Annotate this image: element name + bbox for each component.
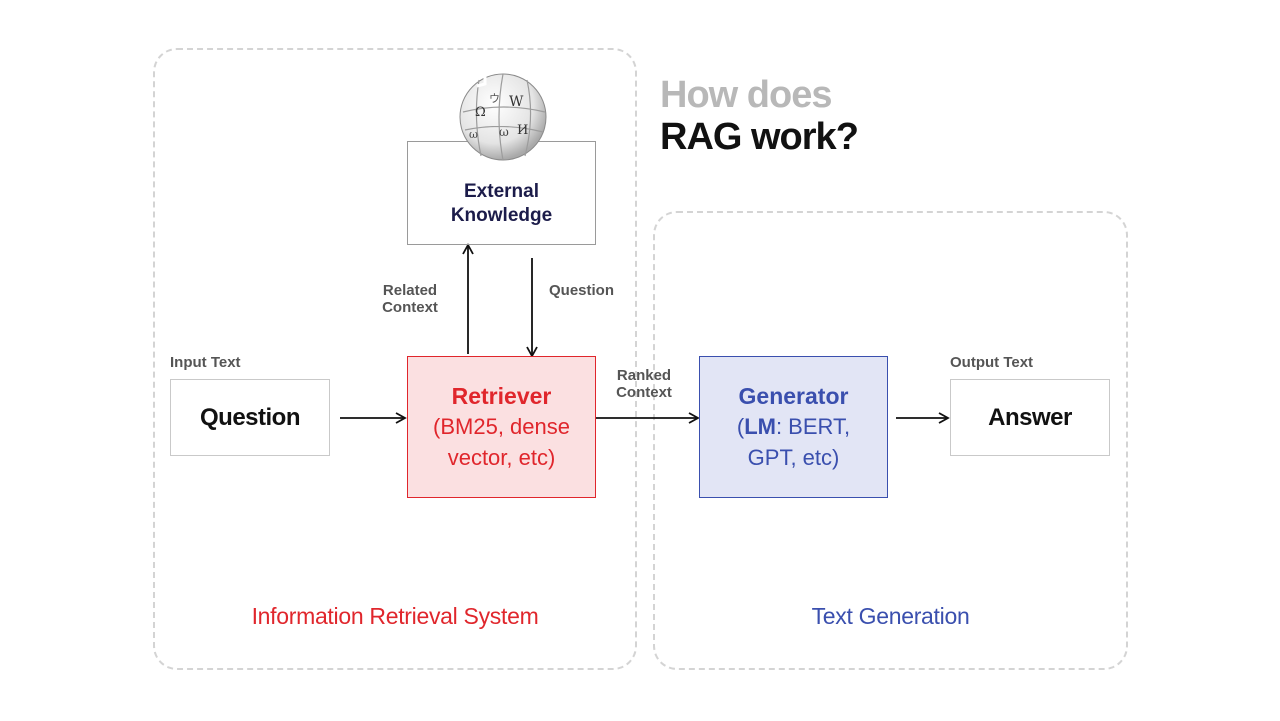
question-edge-label: Question — [549, 282, 615, 299]
svg-text:ω: ω — [499, 125, 509, 139]
ranked-context-line-1: Ranked — [616, 367, 672, 384]
question-input-box: Question — [170, 379, 330, 456]
generator-title: Generator — [738, 383, 849, 409]
generator-detail-2: GPT, etc) — [747, 445, 840, 470]
output-text-caption: Output Text — [950, 354, 1034, 371]
text-generation-group — [653, 211, 1128, 670]
page-title: How does RAG work? — [660, 74, 859, 158]
retrieval-group-label: Information Retrieval System — [251, 603, 539, 629]
ranked-context-line-2: Context — [616, 384, 672, 401]
svg-text:ウ: ウ — [489, 92, 500, 105]
svg-text:W: W — [509, 94, 524, 110]
title-line-1: How does — [660, 74, 832, 116]
external-knowledge-line-1: External — [464, 181, 539, 202]
wikipedia-globe-icon: Ω W И ウ ω ω — [455, 72, 549, 162]
generator-lm: LM — [744, 414, 776, 439]
generator-detail-1-rest: : BERT, — [775, 414, 851, 439]
related-context-line-1: Related — [382, 282, 438, 299]
svg-text:Ω: Ω — [475, 105, 486, 120]
generator-box: Generator (LM: BERT, GPT, etc) — [699, 356, 888, 498]
generator-detail-1: (LM: BERT, — [737, 411, 850, 443]
retriever-detail-2: vector, etc) — [447, 445, 556, 470]
input-text-caption: Input Text — [170, 354, 241, 371]
external-knowledge-line-2: Knowledge — [450, 205, 553, 226]
generator-open-paren: ( — [736, 414, 745, 439]
related-context-label: Related Context — [370, 282, 450, 316]
retriever-detail-1: (BM25, dense — [433, 414, 570, 439]
question-input-text: Question — [199, 403, 301, 431]
generation-group-label: Text Generation — [811, 603, 970, 629]
retrieval-system-group — [153, 48, 637, 670]
answer-output-box: Answer — [950, 379, 1110, 456]
retriever-title: Retriever — [451, 383, 552, 409]
svg-text:ω: ω — [469, 128, 478, 141]
retriever-box: Retriever (BM25, dense vector, etc) — [407, 356, 596, 498]
svg-text:И: И — [517, 123, 528, 138]
title-line-2: RAG work? — [660, 116, 859, 158]
answer-output-text: Answer — [988, 403, 1072, 431]
ranked-context-label: Ranked Context — [604, 367, 684, 401]
related-context-line-2: Context — [382, 299, 438, 316]
